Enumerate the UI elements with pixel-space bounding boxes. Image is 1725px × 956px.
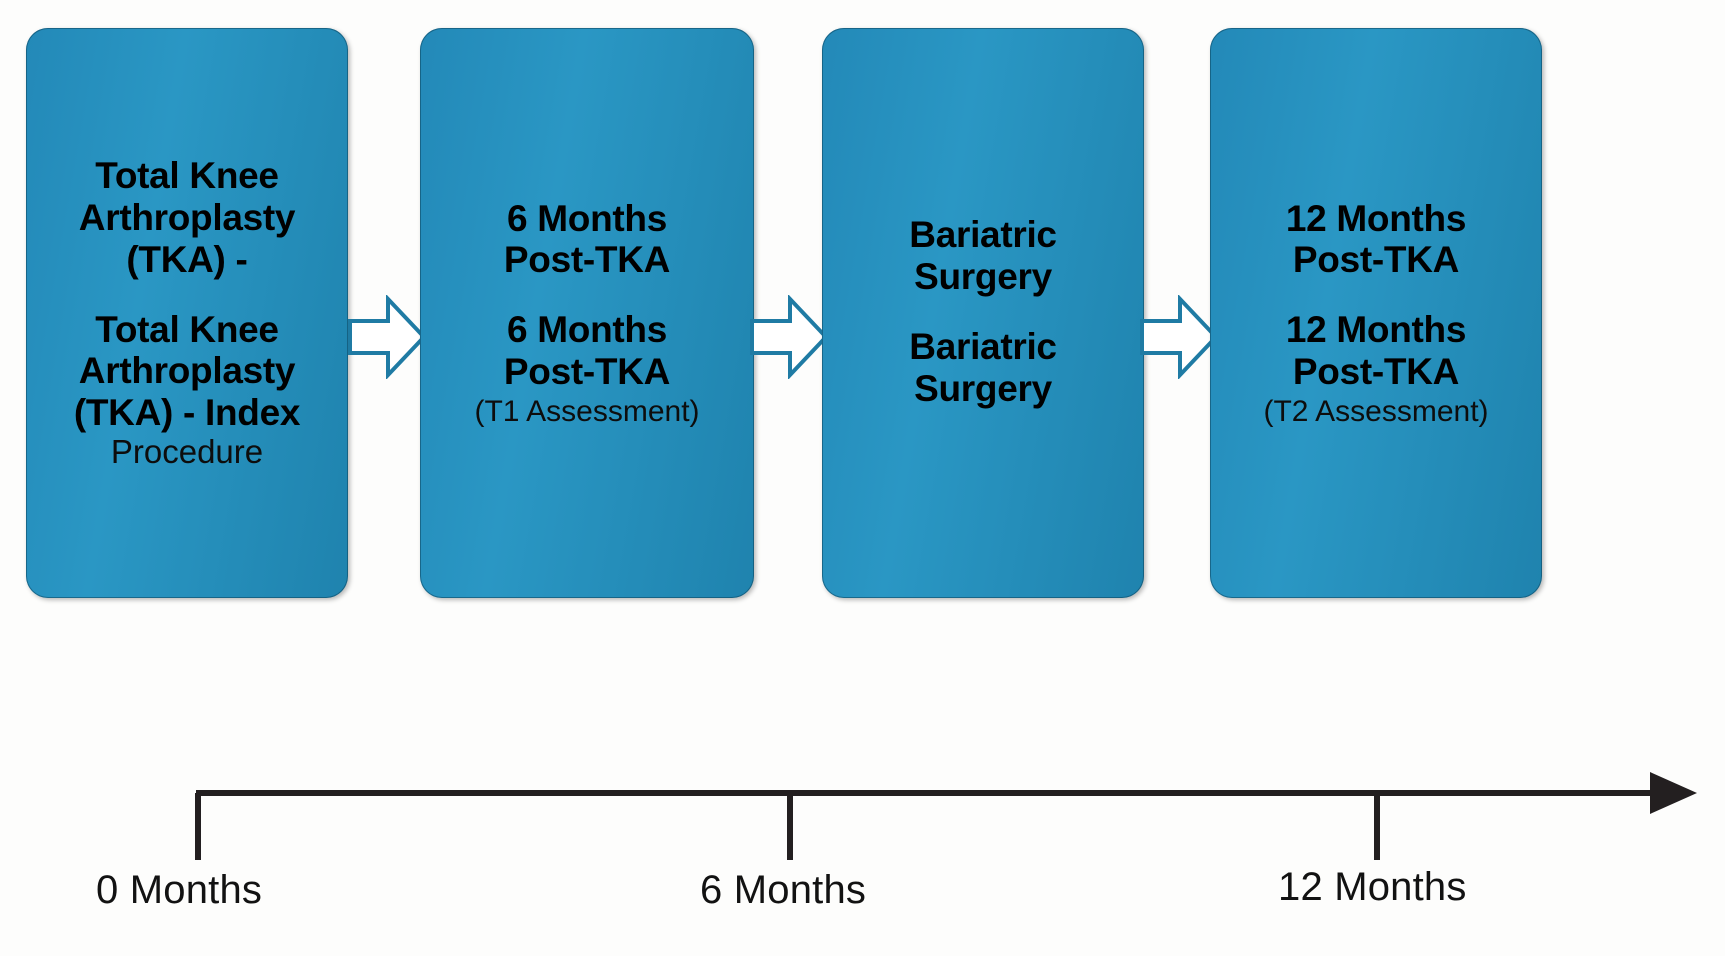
timeline-arrowhead-icon [1650,772,1697,814]
stage-secondary-text: Bariatric Surgery [909,326,1057,409]
stage-primary-text: Bariatric Surgery [909,214,1057,298]
stage-primary-text: Total Knee Arthroplasty (TKA) - [78,155,296,280]
stage-secondary-text: 6 Months Post-TKA [503,309,671,392]
timeline-label-0-months: 0 Months [96,868,263,912]
timeline-axis: 0 Months 6 Months 12 Months [0,700,1725,956]
stage-secondary-text: 12 Months Post-TKA [1285,309,1467,392]
stage-box-12-months-post-tka[interactable]: 12 Months Post-TKA 12 Months Post-TKA (T… [1210,28,1542,598]
stage-box-tka-index[interactable]: Total Knee Arthroplasty (TKA) - Total Kn… [26,28,348,598]
stage-box-bariatric-surgery[interactable]: Bariatric Surgery Bariatric Surgery [822,28,1144,598]
stage-tertiary-text: (T2 Assessment) [1263,394,1489,428]
stage-row: Total Knee Arthroplasty (TKA) - Total Kn… [26,28,1542,598]
stage-secondary-text: Total Knee Arthroplasty (TKA) - Index [73,308,301,434]
block-arrow-right-icon [1140,295,1218,379]
block-arrow-right-icon [750,295,828,379]
stage-tertiary-text: (T1 Assessment) [474,394,700,428]
stage-tertiary-text: Procedure [110,432,264,470]
timeline-label-12-months: 12 Months [1278,865,1467,909]
stage-primary-text: 6 Months Post-TKA [503,197,671,281]
timeline-label-6-months: 6 Months [700,868,867,912]
stage-box-6-months-post-tka[interactable]: 6 Months Post-TKA 6 Months Post-TKA (T1 … [420,28,754,598]
block-arrow-right-icon [348,295,426,379]
stage-primary-text: 12 Months Post-TKA [1285,197,1467,281]
